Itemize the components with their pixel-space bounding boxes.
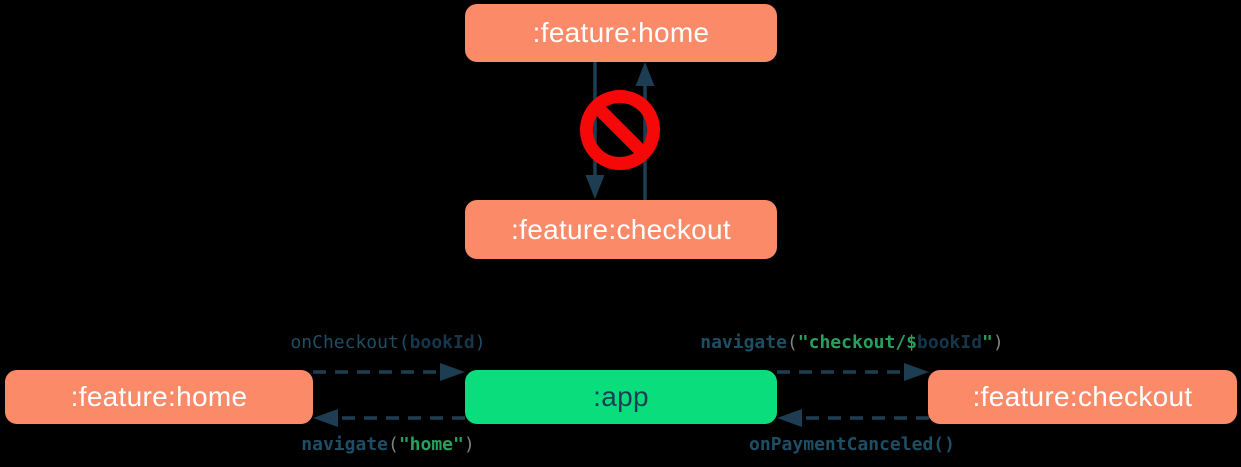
code-token: bookId	[917, 332, 983, 353]
code-token: )	[474, 332, 486, 353]
bottom-feature-home-box: :feature:home	[5, 370, 313, 424]
arrow-home-to-app	[313, 363, 465, 381]
code-token: navigate	[301, 434, 388, 455]
code-token: navigate	[700, 332, 787, 353]
top-feature-checkout-box: :feature:checkout	[465, 200, 777, 259]
code-token: "home"	[398, 434, 464, 455]
top-feature-home-box: :feature:home	[465, 4, 777, 62]
bottom-feature-checkout-box: :feature:checkout	[928, 370, 1237, 424]
code-token: (	[387, 434, 399, 455]
code-token: )	[463, 434, 475, 455]
code-token: onCheckout(	[290, 332, 410, 353]
bottom-feature-home-label: :feature:home	[70, 381, 248, 412]
code-token: )	[992, 332, 1004, 353]
code-token: "checkout/$	[797, 332, 918, 353]
code-token: (	[786, 332, 798, 353]
arrow-app-to-checkout	[777, 363, 929, 381]
arrow-app-to-home	[313, 409, 465, 427]
bottom-feature-checkout-label: :feature:checkout	[972, 381, 1193, 412]
arrow-checkout-to-app	[777, 409, 929, 427]
no-entry-icon	[580, 90, 660, 170]
app-box: :app	[465, 370, 777, 424]
app-label: :app	[593, 381, 649, 412]
code-label-navigate-home: navigate("home")	[228, 432, 548, 458]
code-token: bookId	[409, 332, 475, 353]
code-label-onpaymentcanceled: onPaymentCanceled()	[692, 432, 1012, 458]
code-token: onPaymentCanceled()	[749, 434, 955, 455]
top-feature-home-label: :feature:home	[532, 17, 710, 48]
top-feature-checkout-label: :feature:checkout	[511, 213, 731, 245]
code-label-navigate-checkout: navigate("checkout/$bookId")	[687, 330, 1017, 356]
code-token: "	[982, 332, 993, 353]
code-label-oncheckout: onCheckout(bookId)	[228, 330, 548, 356]
